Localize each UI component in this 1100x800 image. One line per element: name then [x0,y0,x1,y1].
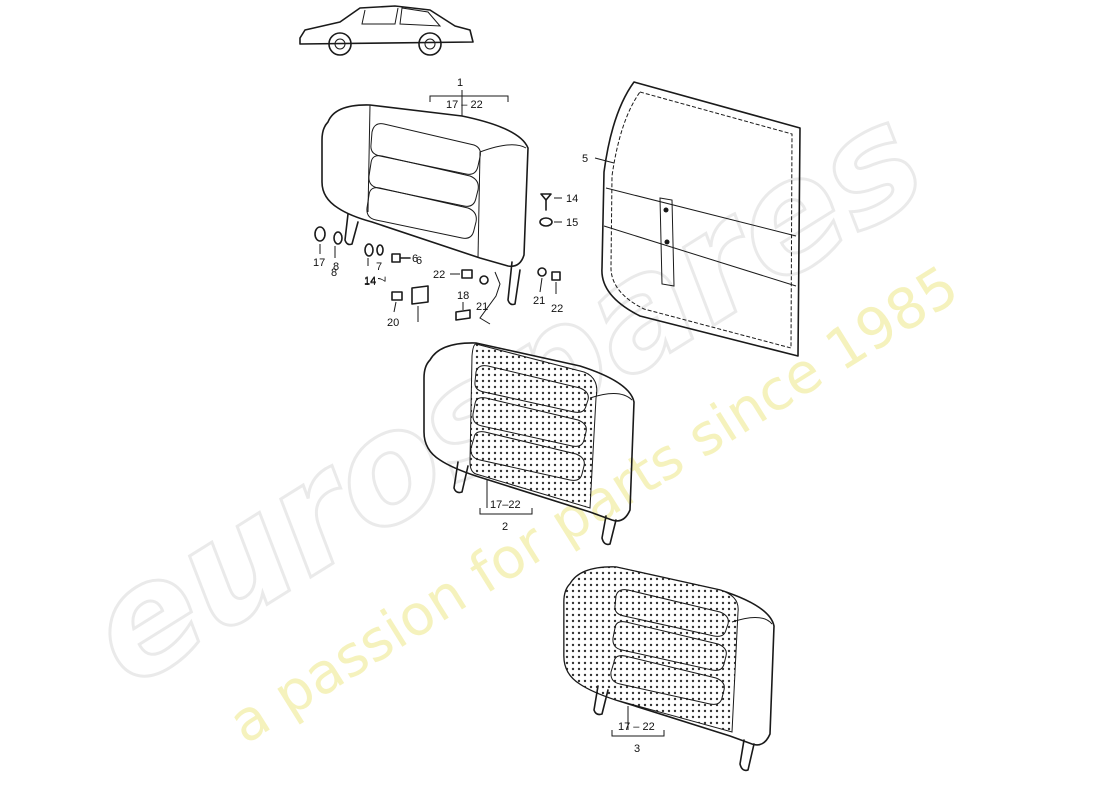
callout-label: 20 [387,317,399,329]
car-silhouette-icon [299,5,474,56]
callout-2: 17–22 2 [479,480,533,533]
callout-label: 17 [313,257,325,269]
callout-3: 17 – 22 3 [611,706,665,755]
callout-label: 21 [533,295,545,307]
callout-label: 14 [364,276,376,288]
callout-range: 17–22 [490,499,521,511]
callout-label: 7 [375,276,387,282]
callout-4: 5 [582,153,615,165]
callout-label: 21 [476,301,488,313]
callout-labels-hardware: 6 7 8 14 14 [333,253,418,287]
callout-label: 22 [433,269,445,281]
callout-label: 3 [634,743,640,755]
seat-backrest-3 [563,566,775,772]
seat-backrest-1 [321,104,529,306]
callout-label: 15 [566,217,578,229]
callout-range: 17 – 22 [618,721,655,733]
callout-range: 17 – 22 [446,99,483,111]
callout-label: 8 [331,267,337,279]
nut-15: 15 [539,217,578,229]
hardware-cluster [314,226,561,325]
callout-label: 22 [551,303,563,315]
seat-backrest-2 [423,342,635,546]
callout-label: 2 [502,521,508,533]
callout-label: 5 [582,153,588,165]
callout-label: 8 [333,261,339,273]
callout-label: 14 [566,193,578,205]
callout-label: 7 [376,261,382,273]
callout-label: 18 [457,290,469,302]
callout-label: 1 [457,77,463,89]
callout-label: 14 [364,275,376,287]
callout-label: 6 [412,253,418,265]
hardware-callouts: 17 8 14 7 6 22 21 18 21 22 20 21 20 21 2… [313,244,563,329]
callout-1: 1 17 – 22 [429,77,509,116]
screw-14: 14 [540,193,578,211]
callout-label: 6 [416,255,422,267]
backrest-panel-4 [601,81,801,357]
